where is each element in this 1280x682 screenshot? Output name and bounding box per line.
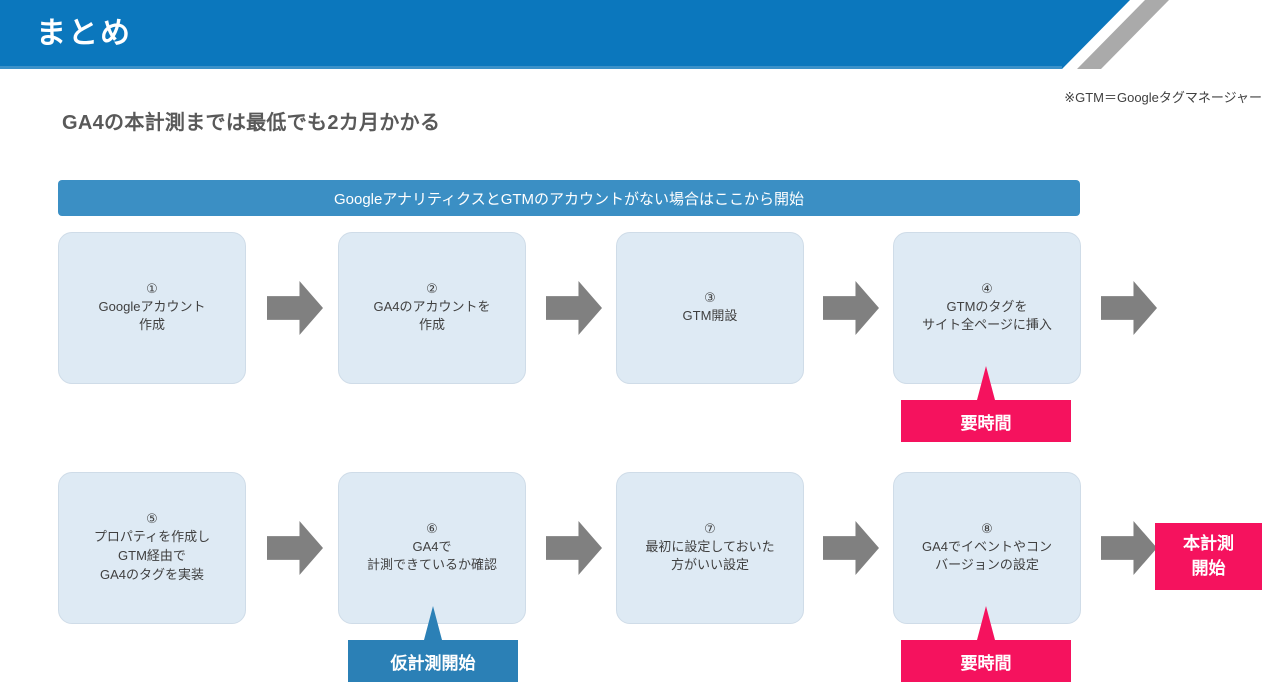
arrow-right-icon xyxy=(823,521,879,575)
arrow-right-icon xyxy=(823,281,879,335)
page-title: まとめ xyxy=(36,17,132,50)
flow-step-6-number: ⑥ xyxy=(426,520,438,536)
arrow-right-icon xyxy=(546,281,602,335)
flow-step-3-number: ③ xyxy=(704,290,716,306)
flow-step-3-label: GTM開設 xyxy=(682,308,738,324)
flow-step-7[interactable]: ⑦ 最初に設定しておいた 方がいい設定 xyxy=(616,472,804,624)
header-banner: まとめ xyxy=(0,0,1280,69)
callout-provisional-start: 仮計測開始 xyxy=(348,606,518,682)
flow-step-4-number: ④ xyxy=(981,280,993,296)
flow-step-6-label: GA4で 計測できているか確認 xyxy=(366,538,497,573)
flow-step-1-number: ① xyxy=(146,280,158,296)
flow-step-3[interactable]: ③ GTM開設 xyxy=(616,232,804,384)
flow-step-8-label: GA4でイベントやコン バージョンの設定 xyxy=(921,538,1052,573)
flow-step-2-number: ② xyxy=(426,280,438,296)
arrow-right-icon xyxy=(1101,521,1157,575)
arrow-right-icon xyxy=(267,521,323,575)
arrow-right-icon xyxy=(267,281,323,335)
flow-step-4[interactable]: ④ GTMのタグを サイト全ページに挿入 xyxy=(893,232,1081,384)
flow-step-8-number: ⑧ xyxy=(981,520,993,536)
header-underline xyxy=(0,66,1062,69)
callout-time-required-step4: 要時間 xyxy=(901,366,1071,442)
flow-step-1-label: Googleアカウント 作成 xyxy=(98,298,206,333)
arrow-right-icon xyxy=(1101,281,1157,335)
callout-time-required-step4-label: 要時間 xyxy=(960,413,1012,433)
flow-step-2-label: GA4のアカウントを 作成 xyxy=(373,298,491,333)
footnote-gtm-definition: ※GTM＝Googleタグマネージャー xyxy=(1064,90,1262,105)
header-background xyxy=(0,0,1130,69)
flow-step-5-number: ⑤ xyxy=(146,511,158,527)
flow-step-7-label: 最初に設定しておいた 方がいい設定 xyxy=(645,538,775,573)
flow-step-1[interactable]: ① Googleアカウント 作成 xyxy=(58,232,246,384)
section-heading: GA4の本計測までは最低でも2カ月かかる xyxy=(62,112,441,134)
callout-time-required-step8: 要時間 xyxy=(901,606,1071,682)
flow-step-4-label: GTMのタグを サイト全ページに挿入 xyxy=(922,298,1052,333)
callout-time-required-step8-label: 要時間 xyxy=(960,653,1012,673)
flow-step-7-number: ⑦ xyxy=(704,520,716,536)
callout-provisional-start-label: 仮計測開始 xyxy=(390,653,476,673)
flow-step-5[interactable]: ⑤ プロパティを作成し GTM経由で GA4のタグを実装 xyxy=(58,472,246,624)
start-here-bar-label: GoogleアナリティクスとGTMのアカウントがない場合はここから開始 xyxy=(333,190,805,208)
flow-step-5-label: プロパティを作成し GTM経由で GA4のタグを実装 xyxy=(93,529,211,582)
flow-step-2[interactable]: ② GA4のアカウントを 作成 xyxy=(338,232,526,384)
final-badge-measurement-start: 本計測 開始 xyxy=(1155,523,1262,590)
start-here-bar: GoogleアナリティクスとGTMのアカウントがない場合はここから開始 xyxy=(58,180,1080,216)
arrow-right-icon xyxy=(546,521,602,575)
flow-step-8[interactable]: ⑧ GA4でイベントやコン バージョンの設定 xyxy=(893,472,1081,624)
flow-step-6[interactable]: ⑥ GA4で 計測できているか確認 xyxy=(338,472,526,624)
